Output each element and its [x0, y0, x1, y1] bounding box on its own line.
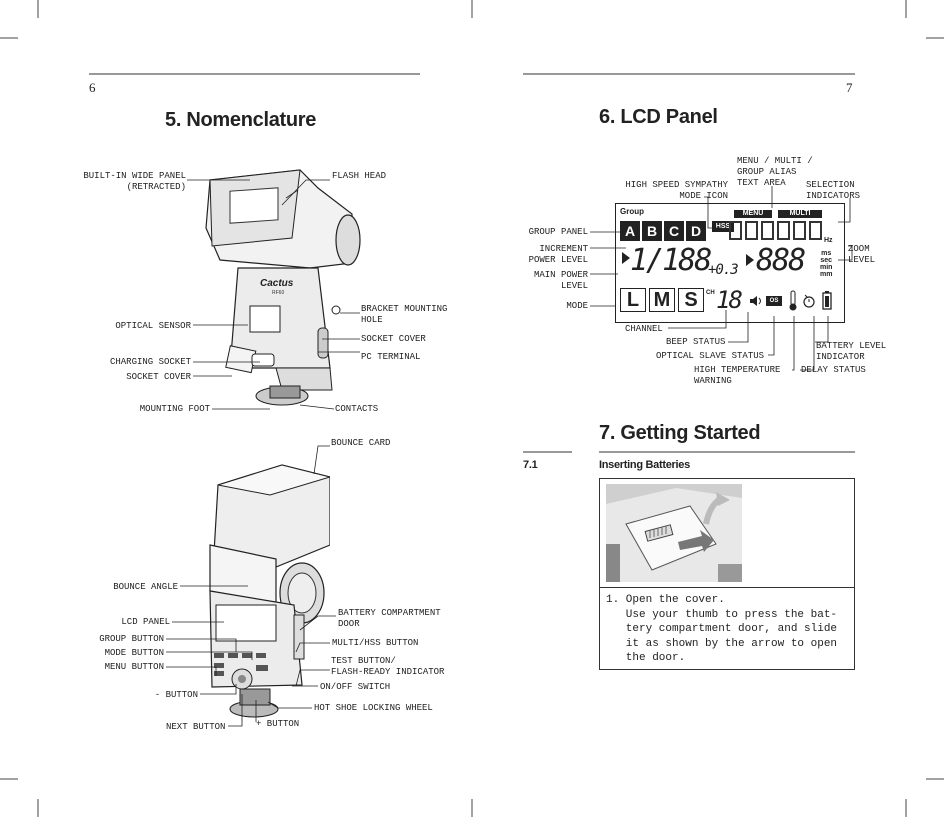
label-group-button: GROUP BUTTON: [99, 634, 164, 644]
label-selection-indicators: SELECTION INDICATORS: [806, 180, 861, 201]
lcd-arrow-right-icon: [746, 254, 754, 266]
model-logo: RF60: [272, 290, 284, 296]
lcd-panel-diagram: Group A B C D MENU MULTI HSS Hz 1/188 +0…: [615, 203, 845, 323]
page-number-right: 7: [846, 80, 853, 95]
lcd-group-word: Group: [620, 207, 644, 216]
label-battery-level-indicator: BATTERY LEVEL INDICATOR: [816, 341, 887, 362]
figure1-leaders: [187, 179, 360, 410]
lcd-unit-mm: mm: [820, 271, 833, 278]
flash-side-illustration: Cactus RF60: [205, 169, 361, 406]
battery-door-photo: [606, 484, 742, 582]
lcd-unit-ms: ms: [821, 250, 832, 257]
label-minus-button: - BUTTON: [154, 690, 198, 700]
speaker-icon: [750, 296, 761, 306]
step-box: 1. Open the cover. Use your thumb to pre…: [599, 478, 855, 670]
page-number-left: 6: [89, 80, 96, 95]
label-zoom-level: ZOOM LEVEL: [848, 244, 876, 265]
label-hot-shoe-locking-wheel: HOT SHOE LOCKING WHEEL: [314, 703, 433, 713]
lcd-unit-min: min: [820, 264, 833, 271]
label-multi-hss-button: MULTI/HSS BUTTON: [332, 638, 419, 648]
label-pc-terminal: PC TERMINAL: [361, 352, 421, 362]
lcd-arrow-left-icon: [622, 252, 630, 264]
label-next-button: NEXT BUTTON: [166, 722, 226, 732]
section-title-lcd-panel: 6. LCD Panel: [599, 106, 718, 128]
battery-icon: [822, 291, 832, 310]
lcd-main-power: 1/188: [630, 243, 712, 278]
figure2-leaders: [166, 445, 336, 727]
label-high-speed-sympathy: HIGH SPEED SYMPATHY MODE ICON: [625, 180, 728, 201]
label-high-temperature-warning: HIGH TEMPERATURE WARNING: [694, 365, 781, 386]
label-charging-socket: CHARGING SOCKET: [109, 357, 191, 367]
label-bounce-angle: BOUNCE ANGLE: [113, 582, 178, 592]
lcd-mode-s: S: [678, 288, 704, 312]
lcd-group-b: B: [642, 221, 662, 241]
label-main-power-level: MAIN POWER LEVEL: [533, 270, 588, 291]
subsection-number: 7.1: [523, 459, 538, 471]
lcd-unit-sec: sec: [820, 257, 833, 264]
label-increment-power-level: INCREMENT POWER LEVEL: [528, 244, 588, 265]
label-menu-button: MENU BUTTON: [104, 662, 164, 672]
lcd-increment: +0.3: [708, 262, 739, 278]
label-optical-sensor: OPTICAL SENSOR: [115, 321, 191, 331]
subsection-title: Inserting Batteries: [599, 459, 690, 471]
label-contacts: CONTACTS: [335, 404, 379, 414]
lcd-units: ms sec min mm: [820, 250, 832, 278]
label-bounce-card: BOUNCE CARD: [331, 438, 391, 448]
lcd-alias-segments: [729, 221, 822, 240]
label-plus-button: + BUTTON: [256, 719, 300, 729]
label-battery-compartment-door: BATTERY COMPARTMENT DOOR: [338, 608, 441, 629]
lcd-mode-letters: L M S: [620, 288, 704, 312]
timer-icon: [803, 294, 815, 308]
lcd-os-tag: OS: [766, 296, 782, 306]
label-lcd-panel: LCD PANEL: [121, 617, 170, 627]
label-optical-slave-status: OPTICAL SLAVE STATUS: [656, 351, 765, 361]
label-bracket-mounting-hole: BRACKET MOUNTING HOLE: [361, 304, 448, 325]
lcd-zoom-value: 888: [756, 243, 806, 278]
label-delay-status: DELAY STATUS: [801, 365, 866, 375]
lcd-menu-tag: MENU: [734, 210, 772, 218]
step-1-text: 1. Open the cover. Use your thumb to pre…: [606, 594, 838, 665]
brand-logo: Cactus: [260, 278, 294, 289]
lcd-hss-tag: HSS: [712, 221, 734, 232]
section-divider: [523, 451, 855, 453]
section-title-nomenclature: 5. Nomenclature: [165, 109, 317, 131]
label-built-in-wide-panel: BUILT-IN WIDE PANEL (RETRACTED): [83, 171, 186, 192]
lcd-channel-value: 18: [716, 286, 743, 314]
label-test-button: TEST BUTTON/ FLASH-READY INDICATOR: [331, 656, 445, 677]
label-beep-status: BEEP STATUS: [666, 337, 726, 347]
label-channel: CHANNEL: [625, 324, 663, 334]
lcd-group-a: A: [620, 221, 640, 241]
lcd-group-c: C: [664, 221, 684, 241]
thermometer-icon: [789, 290, 797, 311]
label-socket-cover-right: SOCKET COVER: [361, 334, 426, 344]
step-box-divider: [600, 587, 854, 588]
lcd-group-letters: A B C D: [620, 221, 706, 241]
label-mode-button: MODE BUTTON: [104, 648, 164, 658]
label-on-off-switch: ON/OFF SWITCH: [320, 682, 391, 692]
label-flash-head: FLASH HEAD: [332, 171, 387, 181]
flash-rear-illustration: [209, 464, 330, 718]
lcd-hz-unit: Hz: [824, 237, 833, 244]
label-mounting-foot: MOUNTING FOOT: [139, 404, 210, 414]
label-socket-cover-left: SOCKET COVER: [126, 372, 191, 382]
label-menu-multi-group: MENU / MULTI / GROUP ALIAS TEXT AREA: [737, 156, 813, 188]
lcd-mode-m: M: [649, 288, 675, 312]
lcd-leaders: [590, 186, 853, 371]
lcd-group-d: D: [686, 221, 706, 241]
section-title-getting-started: 7. Getting Started: [599, 422, 761, 444]
lcd-multi-tag: MULTI: [778, 210, 822, 218]
lcd-ch-label: CH: [706, 290, 715, 296]
label-mode: MODE: [566, 301, 588, 311]
lcd-mode-l: L: [620, 288, 646, 312]
label-group-panel: GROUP PANEL: [528, 227, 588, 237]
